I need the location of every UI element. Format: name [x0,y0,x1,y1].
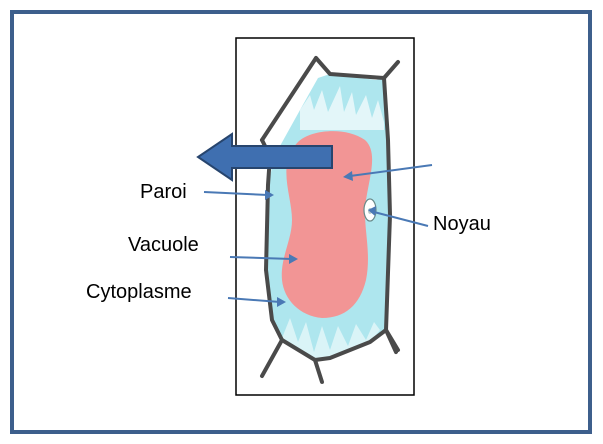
label-vacuole: Vacuole [128,235,199,255]
label-noyau: Noyau [433,214,491,234]
label-paroi: Paroi [140,182,187,202]
label-cytoplasme: Cytoplasme [86,282,192,302]
